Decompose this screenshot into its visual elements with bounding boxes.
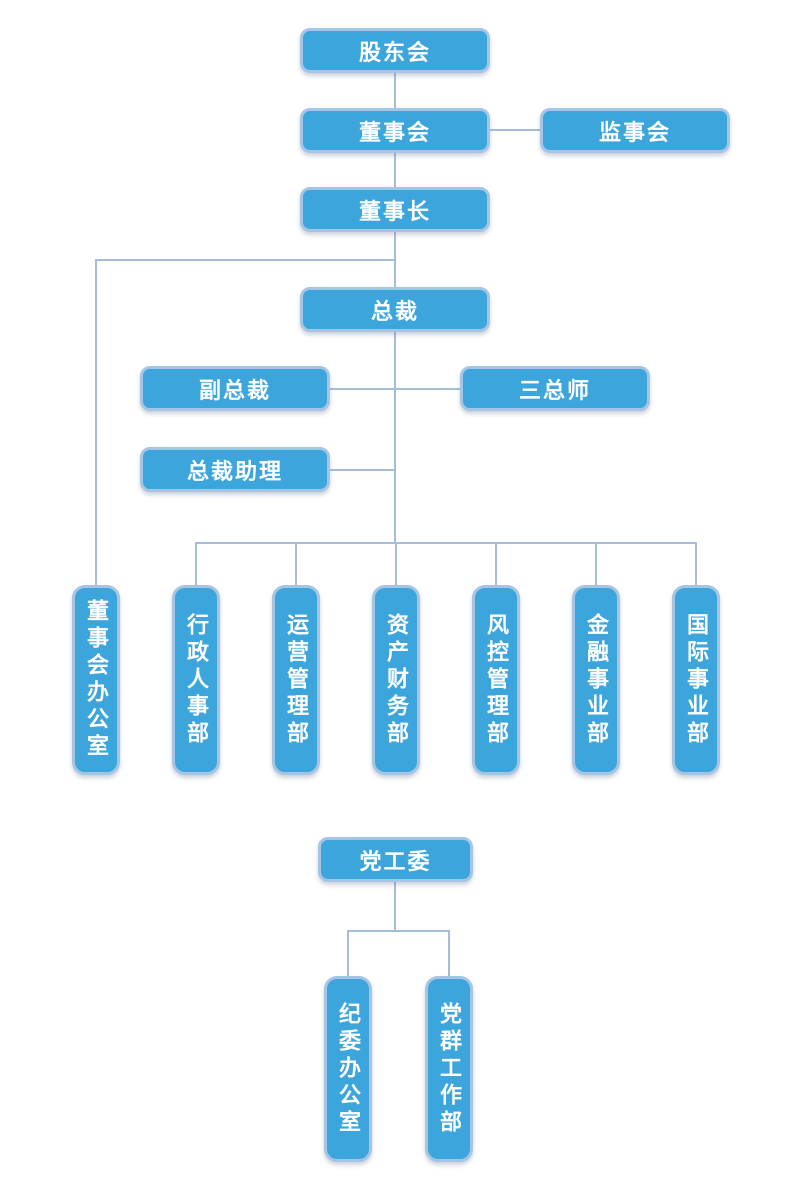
connector-chairman-president: [394, 232, 396, 287]
node-board-office: 董事会办公室: [72, 585, 120, 775]
node-shareholders: 股东会: [300, 28, 490, 73]
connector-branch-left-vertical: [95, 259, 97, 585]
connector-party-horizontal: [347, 930, 450, 932]
node-international-business: 国际事业部: [672, 585, 720, 775]
node-supervisory: 监事会: [540, 108, 730, 153]
node-vice-president: 副总裁: [140, 366, 330, 411]
connector-drop-party-mass-work: [448, 930, 450, 976]
connector-drop-discipline-office: [347, 930, 349, 976]
connector-drop-asset-finance: [395, 542, 397, 585]
connector-president-assistant: [330, 469, 394, 471]
connector-drop-admin-hr: [195, 542, 197, 585]
node-operations: 运营管理部: [272, 585, 320, 775]
node-chairman: 董事长: [300, 187, 490, 232]
node-president: 总裁: [300, 287, 490, 332]
node-party-mass-work: 党群工作部: [425, 976, 473, 1162]
node-party-committee: 党工委: [318, 837, 473, 882]
node-discipline-office: 纪委办公室: [324, 976, 372, 1162]
connector-president-down: [394, 331, 396, 542]
node-board: 董事会: [300, 108, 490, 153]
node-president-assistant: 总裁助理: [140, 447, 330, 492]
connector-branch-left-horizontal: [95, 259, 395, 261]
connector-board-supervisory: [490, 129, 540, 131]
connector-drop-international-business: [695, 542, 697, 585]
node-risk-control: 风控管理部: [472, 585, 520, 775]
node-financial-business: 金融事业部: [572, 585, 620, 775]
connector-distribution-horizontal: [195, 542, 697, 544]
connector-board-chairman: [394, 152, 396, 187]
connector-drop-financial-business: [595, 542, 597, 585]
node-three-chiefs: 三总师: [460, 366, 650, 411]
connector-party-down: [394, 881, 396, 931]
connector-shareholders-board: [394, 72, 396, 108]
node-admin-hr: 行政人事部: [172, 585, 220, 775]
node-asset-finance: 资产财务部: [372, 585, 420, 775]
connector-drop-operations: [295, 542, 297, 585]
connector-drop-risk-control: [495, 542, 497, 585]
